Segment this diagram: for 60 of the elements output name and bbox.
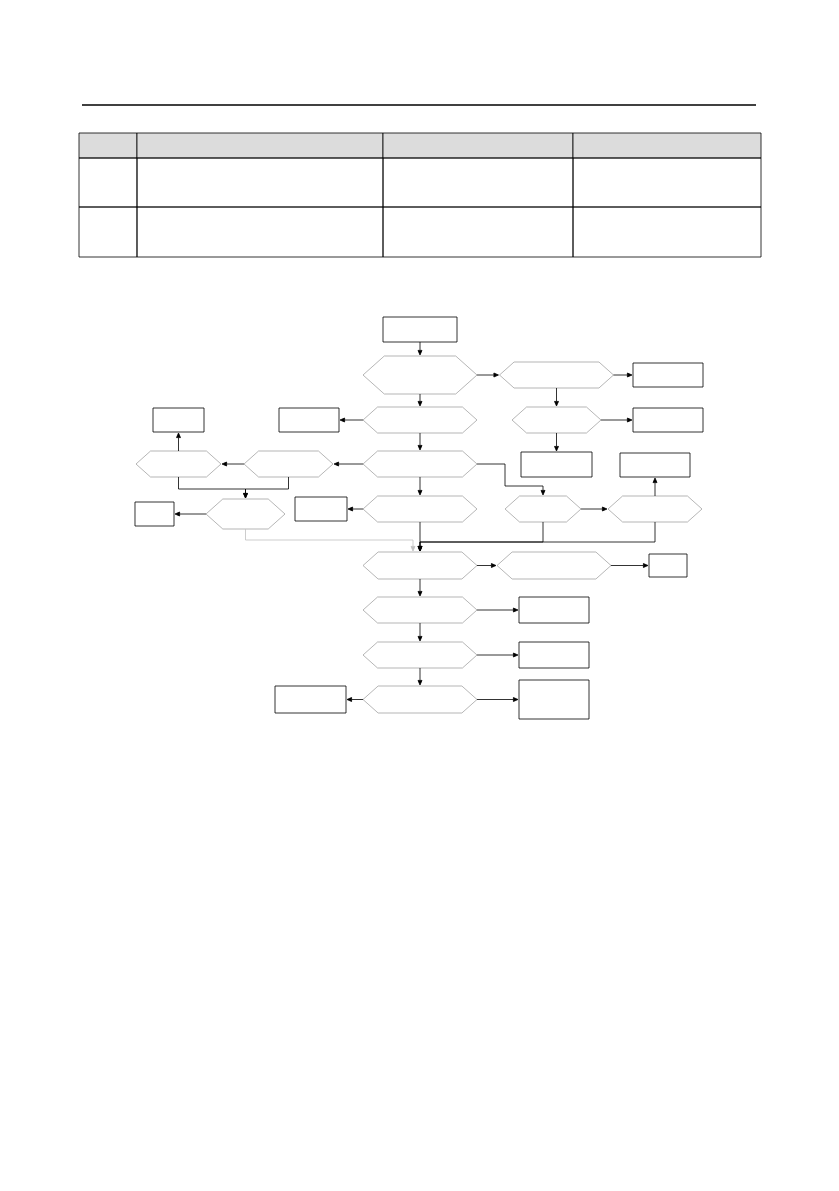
arrow [476,697,519,702]
arrow [245,528,416,552]
process-box [619,452,691,478]
decision-hexagon [504,495,582,523]
arrow [417,521,656,552]
process-box [518,596,590,624]
decision-hexagon [362,495,478,523]
arrow [652,477,658,497]
decision-hexagon [362,685,478,714]
arrow [554,387,559,407]
arrow [347,506,364,512]
decision-hexagon [135,450,222,478]
arrow [176,432,181,452]
process-box [274,685,347,714]
decision-hexagon [362,596,478,624]
arrow [610,563,649,568]
process-box [518,679,590,720]
arrow [417,667,423,686]
decision-hexagon [496,551,612,580]
arrow [476,607,519,613]
decision-hexagon [362,406,478,434]
decision-hexagon [607,495,703,523]
arrow [476,372,499,378]
process-box [632,362,704,388]
arrow [417,622,423,642]
arrow [476,463,546,496]
decision-hexagon [499,361,614,389]
process-box [134,501,175,527]
process-box [520,451,593,478]
decision-hexagon [362,641,478,669]
decision-hexagon [362,551,478,580]
arrow [346,697,364,702]
process-box [518,641,590,669]
process-box [278,407,340,433]
process-box [632,407,704,433]
arrow [476,652,519,658]
arrow [243,476,289,499]
decision-hexagon [205,498,286,530]
arrow [339,417,364,423]
arrow [333,461,364,467]
decision-hexagon [243,450,334,478]
arrow [417,393,423,407]
arrow [580,506,608,512]
arrow [417,476,423,496]
process-box [294,496,348,522]
decision-hexagon [362,355,478,395]
arrow [417,432,423,451]
decision-hexagon [362,450,478,478]
arrow [417,341,423,356]
arrow [613,372,633,378]
process-box [648,553,688,578]
arrow [417,578,423,597]
arrow [476,563,497,568]
process-box [382,316,458,343]
decision-hexagon [511,406,602,434]
arrow [554,432,559,452]
process-box [152,407,205,433]
arrow [174,511,207,517]
arrow [221,461,245,467]
arrow [600,417,633,423]
